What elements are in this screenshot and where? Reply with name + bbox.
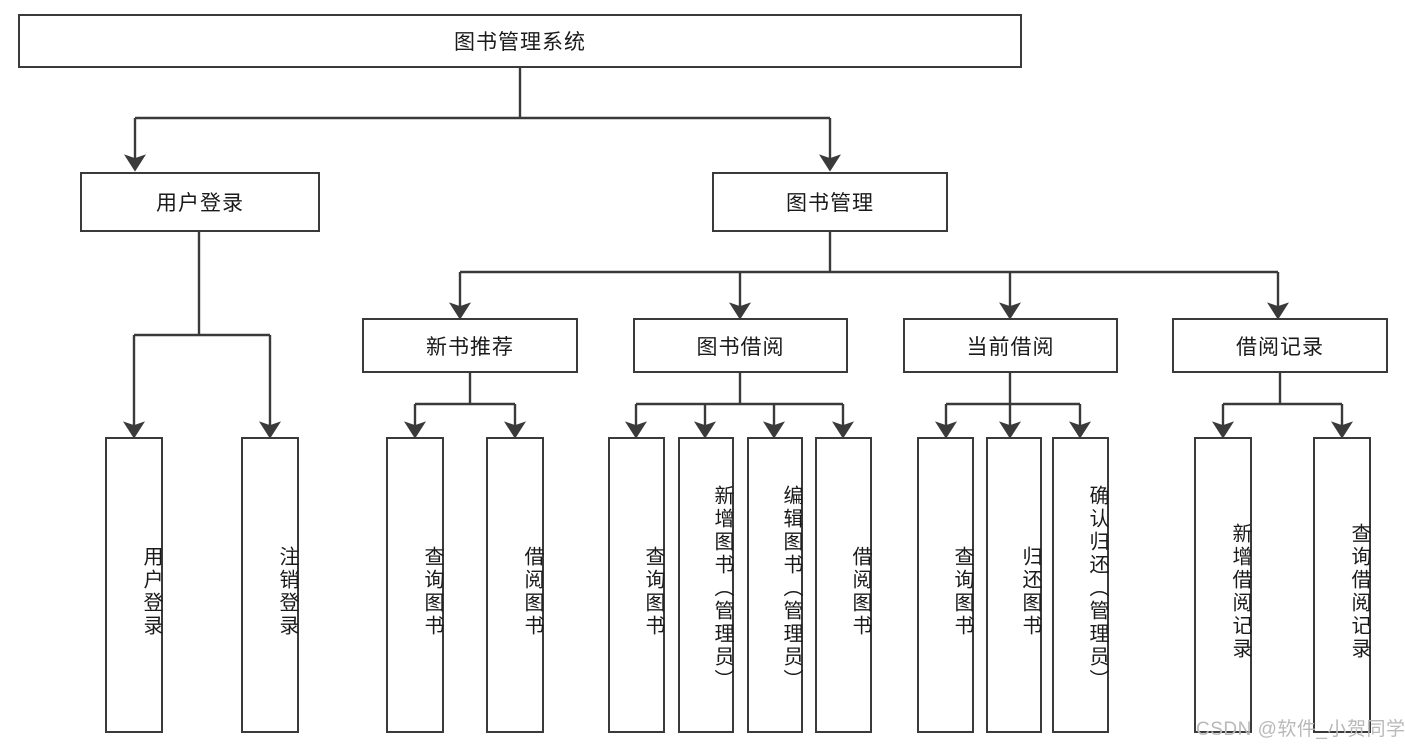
leaf-record-query-record[interactable]: 查询借阅记录 [1313, 437, 1371, 733]
node-current-borrow[interactable]: 当前借阅 [903, 318, 1118, 373]
node-new-book-recommend[interactable]: 新书推荐 [362, 318, 578, 373]
leaf-user-login-login[interactable]: 用户登录 [105, 437, 163, 733]
node-borrow-record[interactable]: 借阅记录 [1172, 318, 1388, 373]
leaf-recommend-borrow-book[interactable]: 借阅图书 [486, 437, 544, 733]
watermark-text: CSDN @软件_小贺同学 [1196, 719, 1405, 740]
leaf-record-add-record[interactable]: 新增借阅记录 [1194, 437, 1252, 733]
leaf-user-login-logout[interactable]: 注销登录 [241, 437, 299, 733]
leaf-current-confirm-return-admin[interactable]: 确认归还（管理员） [1052, 437, 1109, 733]
node-root[interactable]: 图书管理系统 [18, 14, 1022, 68]
node-user-login[interactable]: 用户登录 [80, 172, 320, 232]
leaf-current-query-book[interactable]: 查询图书 [917, 437, 974, 733]
leaf-borrow-edit-book-admin[interactable]: 编辑图书（管理员） [747, 437, 803, 733]
leaf-borrow-borrow-book[interactable]: 借阅图书 [815, 437, 872, 733]
leaf-borrow-query-book[interactable]: 查询图书 [608, 437, 665, 733]
leaf-borrow-add-book-admin[interactable]: 新增图书（管理员） [678, 437, 734, 733]
leaf-recommend-query-book[interactable]: 查询图书 [386, 437, 444, 733]
node-book-borrow[interactable]: 图书借阅 [633, 318, 848, 373]
node-book-management[interactable]: 图书管理 [712, 172, 948, 232]
leaf-current-return-book[interactable]: 归还图书 [986, 437, 1042, 733]
